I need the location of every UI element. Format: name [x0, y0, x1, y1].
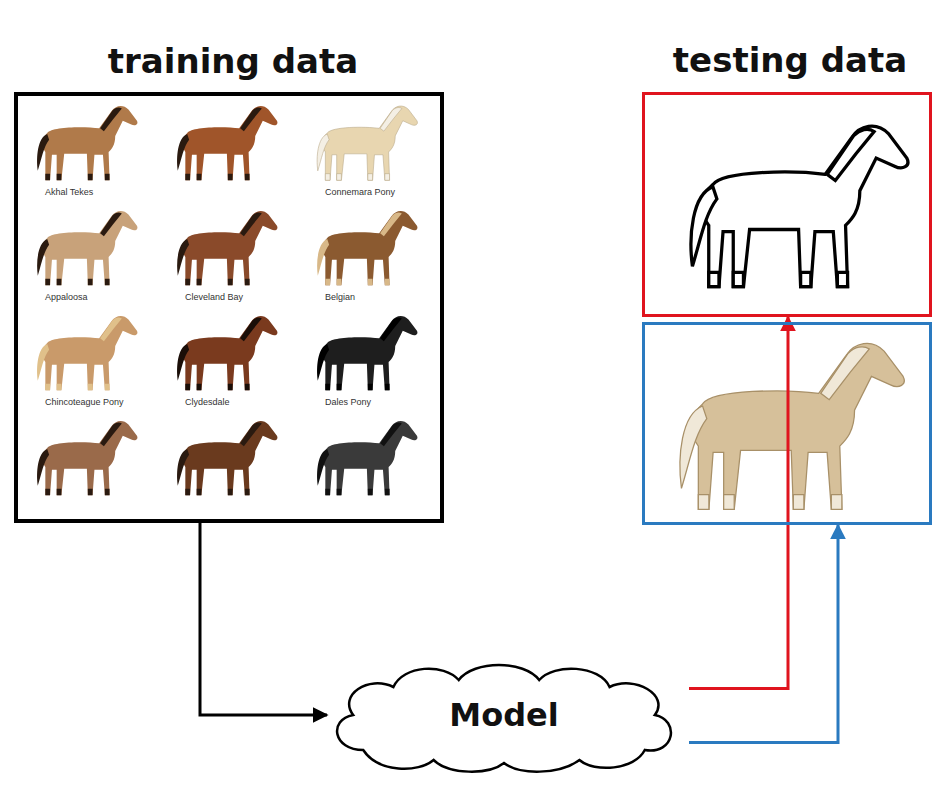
horse: [317, 421, 417, 495]
horse: [177, 211, 277, 285]
test-box-red: testing data: [642, 92, 932, 317]
breed-name: Akhal Tekes: [45, 188, 93, 198]
horse: [317, 316, 417, 390]
breed-name: Appaloosa: [45, 293, 88, 303]
connector-arrow: [689, 317, 788, 689]
section-heading: testing data: [673, 40, 907, 81]
breed-name: Chincoteague Pony: [45, 398, 124, 408]
breed-name: Dales Pony: [325, 398, 371, 408]
breed-name: Cleveland Bay: [185, 293, 243, 303]
model-label: Model: [449, 696, 558, 734]
connector-arrow: [689, 525, 838, 743]
horse: [317, 106, 417, 180]
cloud-shape: [337, 665, 671, 772]
horse: [177, 316, 277, 390]
horse: [317, 211, 417, 285]
breed-name: Connemara Pony: [325, 188, 395, 198]
breed-name: Clydesdale: [185, 398, 230, 408]
cartoon-horse: [691, 126, 908, 287]
section-heading: training data: [108, 41, 358, 82]
horse: [37, 421, 137, 495]
photo-horse: [680, 343, 904, 509]
model-cloud: Model: [323, 655, 685, 775]
horse: [37, 211, 137, 285]
horse: [177, 421, 277, 495]
connector-arrow: [200, 523, 327, 715]
training-box: training data: [14, 92, 444, 523]
test-box-blue: [642, 322, 932, 525]
training-horses: [37, 106, 417, 495]
breed-name: Belgian: [325, 293, 355, 303]
horse: [37, 106, 137, 180]
horse: [177, 106, 277, 180]
horse: [37, 316, 137, 390]
